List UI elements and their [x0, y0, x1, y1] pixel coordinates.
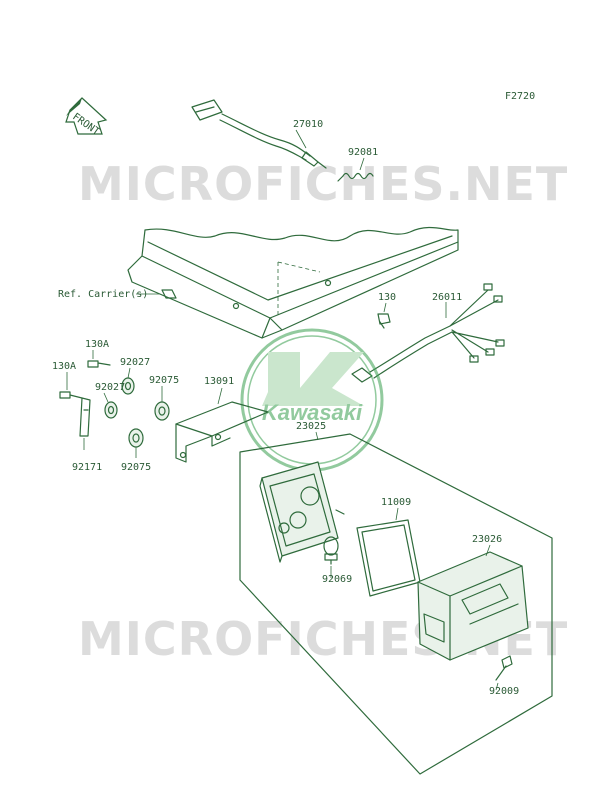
grommet-92027-a [121, 377, 135, 395]
label-23026: 23026 [472, 534, 502, 545]
watermark-top: MICROFICHES.NET [78, 157, 568, 211]
label-92009: 92009 [489, 686, 519, 697]
kawasaki-logo: Kawasaki [240, 328, 384, 472]
bulb-92069 [323, 536, 339, 565]
tail-lamp-assembly-outline [239, 433, 553, 775]
label-92081: 92081 [348, 147, 378, 158]
gasket-11009 [356, 519, 421, 597]
label-92027-a: 92027 [120, 357, 150, 368]
label-92171: 92171 [72, 462, 102, 473]
bolt-130 [377, 313, 391, 329]
label-130A-upper: 130A [85, 339, 109, 350]
label-ref-carrier: Ref. Carrier(s) [58, 289, 148, 300]
label-23025: 23025 [296, 421, 326, 432]
label-92069: 92069 [322, 574, 352, 585]
figure-code: F2720 [505, 91, 535, 102]
grommet-92075-a [154, 401, 170, 421]
label-92075-b: 92075 [121, 462, 151, 473]
clip-92171 [79, 397, 91, 437]
bolt-130A-left [59, 391, 83, 399]
bracket-13091 [175, 401, 269, 463]
label-13091: 13091 [204, 376, 234, 387]
fender-carrier-panel [127, 226, 459, 339]
label-92027-b: 92027 [95, 382, 125, 393]
label-26011: 26011 [432, 292, 462, 303]
label-130: 130 [378, 292, 396, 303]
bolt-130A-upper [87, 360, 111, 368]
label-130A-left: 130A [52, 361, 76, 372]
label-27010: 27010 [293, 119, 323, 130]
label-11009: 11009 [381, 497, 411, 508]
grommet-92075-b [128, 428, 144, 448]
front-arrow-icon: FRONT [65, 97, 108, 138]
harness-26011 [351, 283, 505, 383]
grommet-92027-b [104, 401, 118, 419]
harness-27010 [191, 99, 327, 169]
label-92075-a: 92075 [149, 375, 179, 386]
kawasaki-logo-text: Kawasaki [262, 400, 363, 425]
lamp-housing [259, 461, 345, 563]
screw-92009 [495, 655, 513, 681]
lens-23026 [417, 551, 529, 661]
spring-92081 [337, 172, 374, 182]
